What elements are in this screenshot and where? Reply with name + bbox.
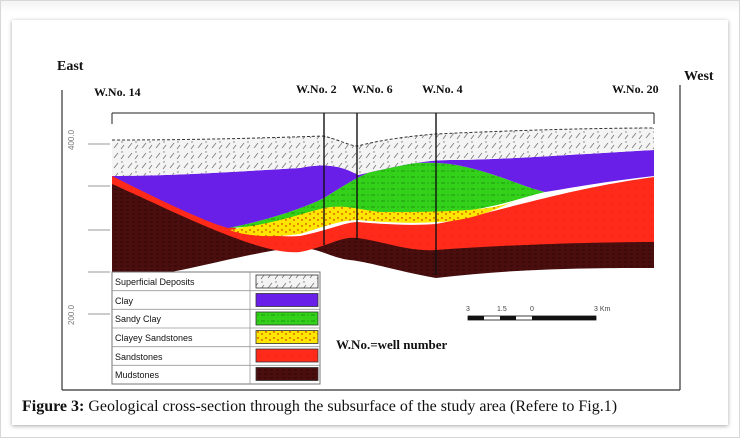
west-label: West	[684, 69, 714, 84]
legend-label-sandy-clay: Sandy Clay	[115, 314, 162, 324]
figure-caption-text: Geological cross-section through the sub…	[84, 398, 618, 415]
scale-label-3-km: 3 Km	[594, 306, 611, 313]
scale-bar-segment-2	[500, 316, 516, 320]
elevation-label-200: 200.0	[67, 304, 76, 325]
layer-clayey-sandstones	[230, 198, 520, 237]
legend-swatch-sandy-clay	[255, 311, 319, 326]
east-label: East	[57, 59, 84, 74]
legend-label-clay: Clay	[115, 296, 134, 306]
figure-caption: Figure 3: Geological cross-section throu…	[22, 398, 738, 416]
well-label-14: W.No. 14	[94, 85, 141, 99]
scale-bar-segment-3	[532, 316, 596, 320]
well-number-note: W.No.=well number	[336, 337, 448, 352]
scale-bar-segment-1	[468, 316, 484, 320]
scale-label-3: 3	[466, 306, 470, 313]
legend-label-sandstones: Sandstones	[115, 352, 163, 362]
layer-superficial-deposits	[112, 128, 654, 176]
well-reference-line	[111, 112, 655, 124]
well-label-4: W.No. 4	[422, 82, 463, 96]
well-label-20: W.No. 20	[612, 82, 659, 96]
legend: Superficial Deposits Clay Sandy Clay Cla…	[111, 271, 321, 385]
layer-sandy-clay	[228, 162, 545, 228]
scale-label-0: 0	[530, 306, 534, 313]
legend-swatch-superficial	[255, 274, 319, 289]
layer-clay	[112, 150, 654, 228]
layer-mudstones	[112, 165, 654, 278]
legend-label-mudstones: Mudstones	[115, 370, 160, 380]
well-columns	[323, 113, 437, 275]
legend-grid	[112, 272, 320, 384]
scale-bar: 3 1.5 0 3 Km	[466, 306, 611, 321]
legend-swatch-clay	[255, 293, 319, 307]
scale-label-1-5: 1.5	[497, 306, 507, 313]
legend-swatch-mudstones	[255, 367, 319, 381]
well-label-6: W.No. 6	[352, 82, 393, 96]
section-frame-lines	[61, 85, 681, 391]
figure-caption-prefix: Figure 3:	[22, 398, 85, 415]
legend-swatch-clayey-sandstones	[255, 330, 319, 344]
legend-label-superficial: Superficial Deposits	[115, 277, 195, 287]
elevation-label-400: 400.0	[67, 129, 76, 150]
legend-swatch-sandstones	[255, 348, 319, 363]
legend-label-clayey-sandstones: Clayey Sandstones	[115, 333, 193, 343]
elevation-tick-marks	[88, 143, 110, 315]
well-label-2: W.No. 2	[296, 82, 337, 96]
ground-surface-line	[111, 127, 655, 147]
